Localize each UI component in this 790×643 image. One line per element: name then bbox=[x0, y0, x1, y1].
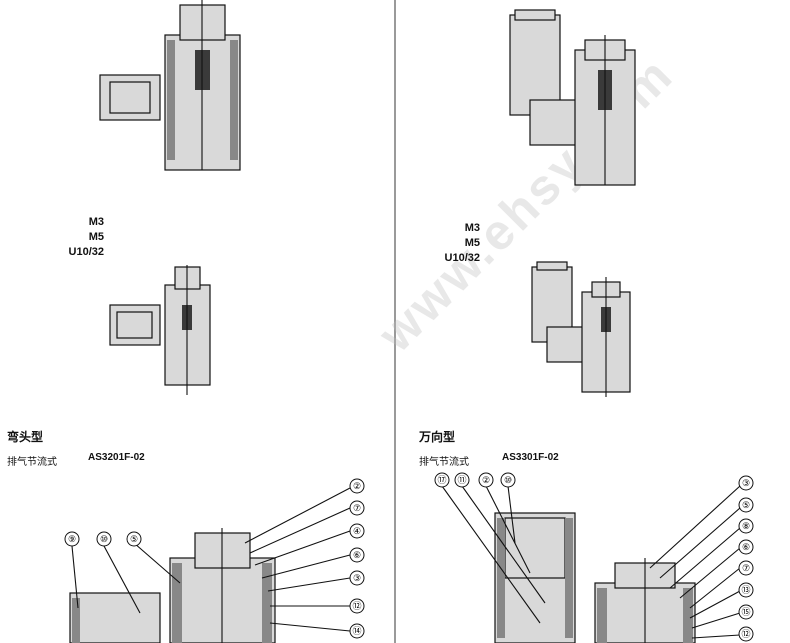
right-callout-6: ⑥ bbox=[738, 539, 754, 555]
left-section-subtitle: 排气节流式 bbox=[7, 457, 57, 468]
left-section-title: 弯头型 bbox=[7, 430, 44, 444]
left-callout-4: ④ bbox=[349, 523, 365, 539]
svg-text:⑭: ⑭ bbox=[352, 626, 361, 636]
right-callout-13: ⑬ bbox=[738, 582, 754, 598]
left-size-m5: M5 bbox=[88, 231, 104, 243]
svg-text:⑥: ⑥ bbox=[353, 550, 361, 560]
right-callout-3: ③ bbox=[738, 475, 754, 491]
left-callout-14: ⑭ bbox=[349, 623, 365, 639]
svg-text:⑪: ⑪ bbox=[457, 475, 466, 485]
right-callout-15: ⑮ bbox=[738, 604, 754, 620]
left-size-u10: U10/32 bbox=[68, 246, 104, 258]
right-callout-5: ⑤ bbox=[738, 497, 754, 513]
svg-text:⑰: ⑰ bbox=[437, 475, 446, 485]
right-fitting-small-drawing bbox=[531, 261, 631, 397]
right-section-title: 万向型 bbox=[419, 430, 456, 444]
right-callout-2: ② bbox=[478, 472, 494, 488]
svg-text:②: ② bbox=[482, 475, 490, 485]
right-section-subtitle: 排气节流式 bbox=[419, 457, 469, 468]
svg-text:⑦: ⑦ bbox=[353, 503, 361, 513]
right-callout-17: ⑰ bbox=[434, 472, 450, 488]
svg-text:⑨: ⑨ bbox=[68, 534, 76, 544]
right-callout-12: ⑫ bbox=[738, 626, 754, 642]
right-callout-7: ⑦ bbox=[738, 560, 754, 576]
svg-text:⑤: ⑤ bbox=[742, 500, 750, 510]
svg-text:⑬: ⑬ bbox=[741, 585, 750, 595]
left-fitting-top-drawing bbox=[99, 0, 241, 171]
right-size-m5: M5 bbox=[464, 237, 480, 249]
right-model-number: AS3301F-02 bbox=[502, 452, 559, 463]
right-size-m3: M3 bbox=[464, 222, 480, 234]
svg-text:⑮: ⑮ bbox=[741, 607, 750, 617]
svg-text:⑫: ⑫ bbox=[352, 601, 361, 611]
right-size-u10: U10/32 bbox=[444, 252, 480, 264]
left-model-number: AS3201F-02 bbox=[88, 452, 145, 463]
left-callout-9: ⑨ bbox=[64, 531, 80, 547]
svg-text:④: ④ bbox=[353, 526, 361, 536]
left-callout-10: ⑩ bbox=[96, 531, 112, 547]
left-callout-7: ⑦ bbox=[349, 500, 365, 516]
svg-text:⑩: ⑩ bbox=[100, 534, 108, 544]
left-callout-12: ⑫ bbox=[349, 598, 365, 614]
svg-text:⑧: ⑧ bbox=[742, 521, 750, 531]
right-callout-10: ⑩ bbox=[500, 472, 516, 488]
left-callout-5: ⑤ bbox=[126, 531, 142, 547]
center-divider bbox=[394, 0, 396, 643]
left-callout-3: ③ bbox=[349, 570, 365, 586]
right-size-list: M3 M5 U10/32 bbox=[436, 221, 480, 266]
left-callout-6: ⑥ bbox=[349, 547, 365, 563]
svg-text:⑩: ⑩ bbox=[504, 475, 512, 485]
left-size-m3: M3 bbox=[88, 216, 104, 228]
left-size-list: M3 M5 U10/32 bbox=[60, 215, 104, 260]
left-fitting-small-drawing bbox=[109, 265, 211, 395]
right-fitting-detail-drawing: ⑰ ⑪ ② ⑩ ③ ⑤ ⑧ ⑥ ⑦ ⑬ ⑮ ⑫ bbox=[434, 472, 754, 643]
right-fitting-top-drawing bbox=[509, 9, 636, 186]
svg-text:③: ③ bbox=[742, 478, 750, 488]
right-callout-8: ⑧ bbox=[738, 518, 754, 534]
svg-text:③: ③ bbox=[353, 573, 361, 583]
svg-text:②: ② bbox=[353, 481, 361, 491]
right-callout-11: ⑪ bbox=[454, 472, 470, 488]
left-fitting-detail-drawing: ② ⑦ ④ ⑥ ③ ⑫ ⑭ ⑨ ⑩ ⑤ bbox=[64, 478, 365, 643]
svg-text:⑥: ⑥ bbox=[742, 542, 750, 552]
left-callout-2: ② bbox=[349, 478, 365, 494]
svg-text:⑤: ⑤ bbox=[130, 534, 138, 544]
svg-text:⑫: ⑫ bbox=[741, 629, 750, 639]
svg-text:⑦: ⑦ bbox=[742, 563, 750, 573]
